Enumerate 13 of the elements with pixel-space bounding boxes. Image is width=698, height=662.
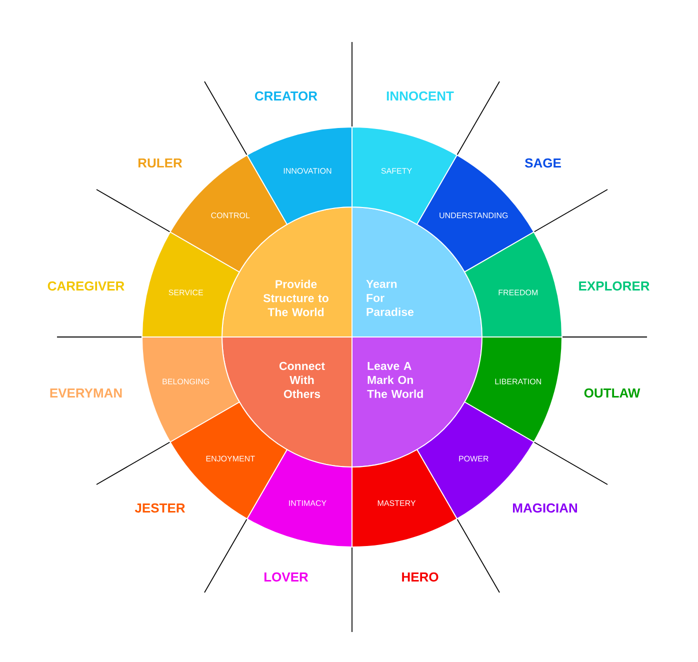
archetype-label: HERO bbox=[402, 572, 438, 582]
ring-segment: FREEDOM bbox=[464, 232, 562, 338]
archetype-label: EXPLORER bbox=[579, 281, 650, 291]
archetype-label: INNOCENT bbox=[386, 91, 454, 101]
archetype-label: CAREGIVER bbox=[48, 281, 124, 291]
archetype-label: LOVER bbox=[264, 572, 308, 582]
archetype-label: EVERYMAN bbox=[50, 388, 122, 398]
ring-segment: BELONGING bbox=[142, 336, 240, 442]
archetype-label: CREATOR bbox=[255, 91, 318, 101]
archetype-label: OUTLAW bbox=[584, 388, 640, 398]
ring-segment: LIBERATION bbox=[464, 336, 562, 442]
ring-segment: SERVICE bbox=[142, 232, 240, 338]
ring-segment: MASTERY bbox=[352, 449, 458, 548]
